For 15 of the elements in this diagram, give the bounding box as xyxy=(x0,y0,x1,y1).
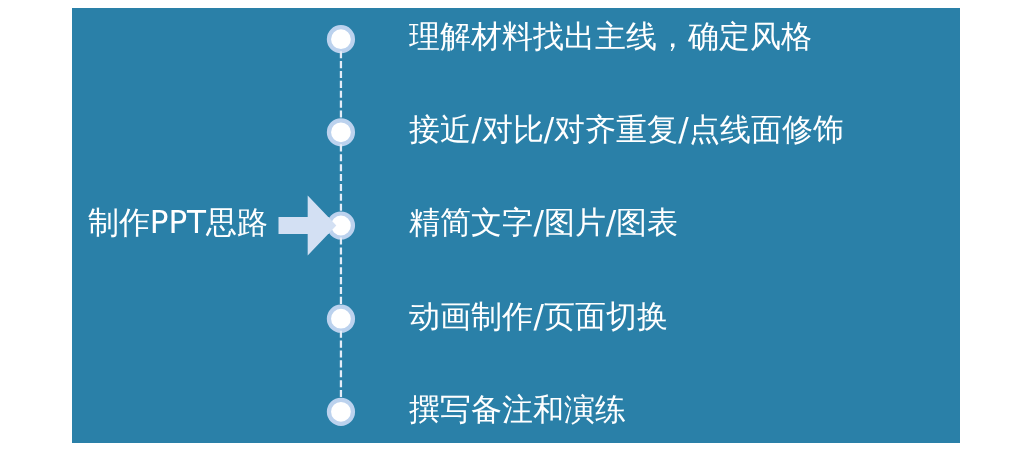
node-text: 制作PPT思路 xyxy=(87,204,269,241)
node-label: 精简文字/图片/图表 xyxy=(409,204,679,241)
node-label: 理解材料找出主线，确定风格 xyxy=(409,18,813,55)
connector xyxy=(339,51,343,121)
node-label: 接近/对比/对齐重复/点线面修饰 xyxy=(409,111,844,148)
node-label: 动画制作/页面切换 xyxy=(409,297,668,334)
node-circle xyxy=(326,118,356,147)
node-circle xyxy=(326,304,356,333)
connector xyxy=(339,330,343,400)
node-circle xyxy=(326,397,356,426)
node-label: 撰写备注和演练 xyxy=(409,390,627,427)
connector xyxy=(339,237,343,307)
node-circle xyxy=(326,25,356,54)
arrow xyxy=(278,195,337,256)
connector xyxy=(339,144,343,214)
